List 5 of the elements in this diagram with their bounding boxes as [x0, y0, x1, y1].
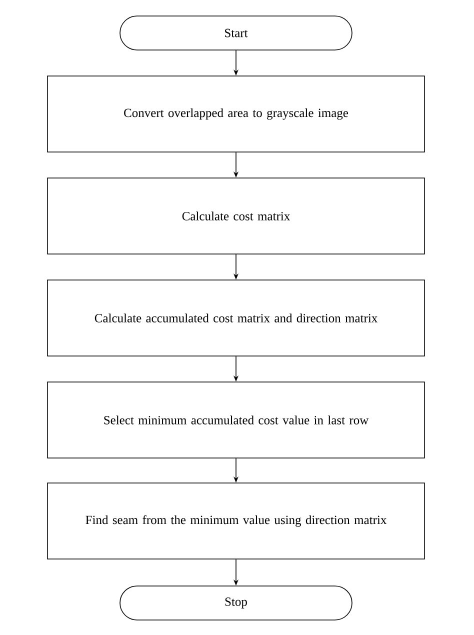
process-box: Find seam from the minimum value using direction matrix [47, 482, 425, 560]
process-box: Calculate cost matrix [47, 178, 425, 254]
process-box: Select minimum accumulated cost value in last row [47, 382, 425, 458]
process-box: Convert overlapped area to grayscale image [47, 76, 425, 152]
process-box: Calculate accumulated cost matrix and direction matrix [47, 280, 425, 356]
